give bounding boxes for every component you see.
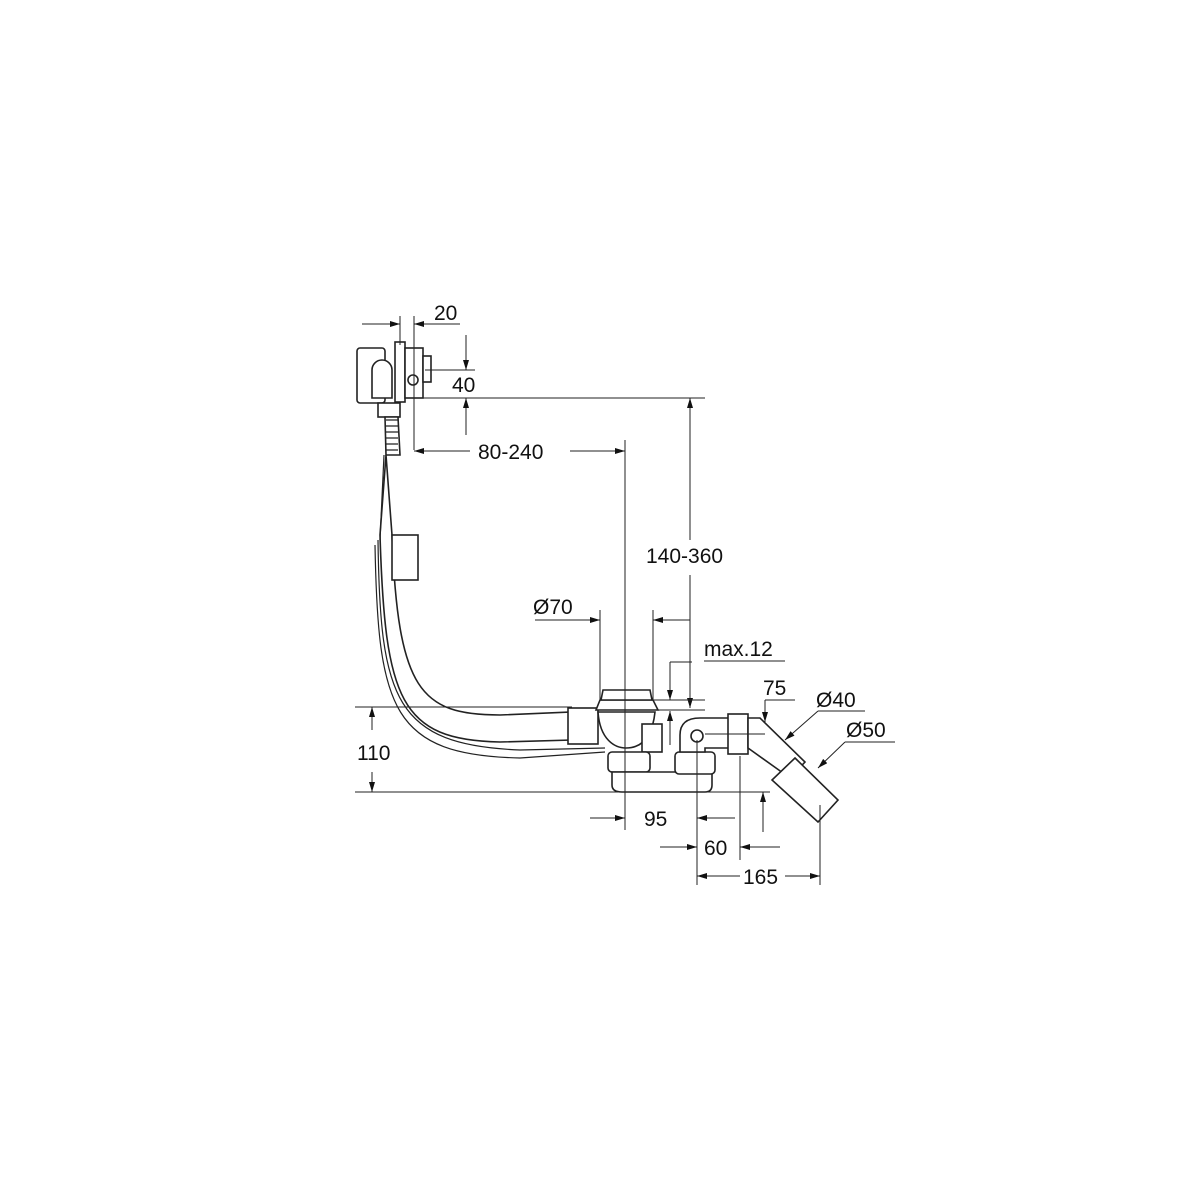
dim-trap-to-outlet: 60 <box>704 837 727 860</box>
dim-outlet-diameter-large: Ø50 <box>846 719 886 742</box>
dim-outlet-diameter-small: Ø40 <box>816 689 856 712</box>
dim-overflow-height: 40 <box>452 374 475 397</box>
overflow-valve <box>356 341 432 418</box>
dim-max-thickness: max.12 <box>704 638 773 661</box>
dim-overflow-depth: 20 <box>434 302 457 325</box>
dim-trap-height: 110 <box>357 742 390 765</box>
overflow-hose <box>374 416 606 759</box>
drain-and-trap <box>594 689 840 824</box>
dim-drain-diameter: Ø70 <box>533 596 573 619</box>
dim-outlet-offset: 75 <box>763 677 786 700</box>
dim-drain-to-trap: 95 <box>644 808 667 831</box>
dim-horizontal-range: 80-240 <box>478 441 543 464</box>
dim-outlet-length: 165 <box>743 866 778 889</box>
dimension-lines <box>355 316 895 885</box>
dim-vertical-range: 140-360 <box>646 545 723 568</box>
